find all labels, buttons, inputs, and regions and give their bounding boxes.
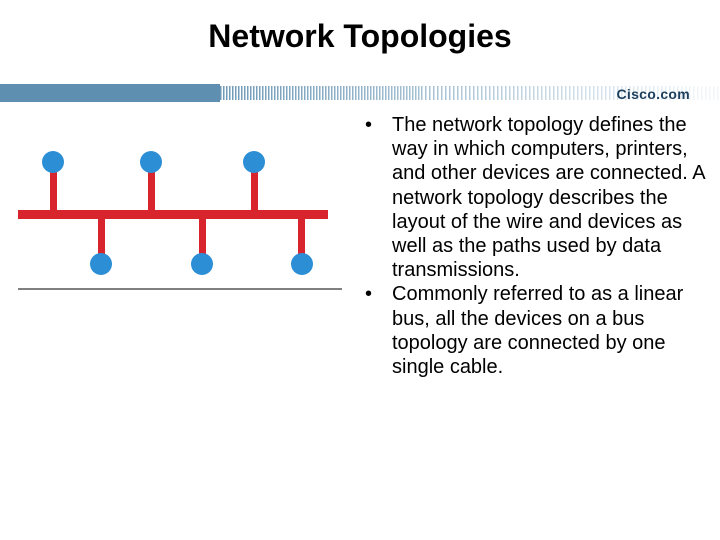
- bullet-text: Commonly referred to as a linear bus, al…: [392, 283, 684, 379]
- header-banner: [0, 84, 720, 102]
- bullet-glyph: •: [365, 283, 373, 306]
- network-node: [191, 253, 213, 275]
- network-node: [42, 151, 64, 173]
- network-node: [140, 151, 162, 173]
- bus-cable: [14, 210, 328, 219]
- network-node: [243, 151, 265, 173]
- bullet-list-container: • The network topology defines the way i…: [360, 113, 710, 379]
- cisco-logo: Cisco.com: [616, 86, 690, 102]
- slide-title: Network Topologies: [208, 18, 512, 54]
- bullet-item: • Commonly referred to as a linear bus, …: [360, 282, 710, 379]
- bullet-item: • The network topology defines the way i…: [360, 113, 710, 282]
- network-node: [90, 253, 112, 275]
- bullet-glyph: •: [365, 114, 373, 136]
- bullet-text: The network topology defines the way in …: [392, 114, 705, 282]
- network-node: [291, 253, 313, 275]
- bus-topology-diagram: [14, 140, 348, 295]
